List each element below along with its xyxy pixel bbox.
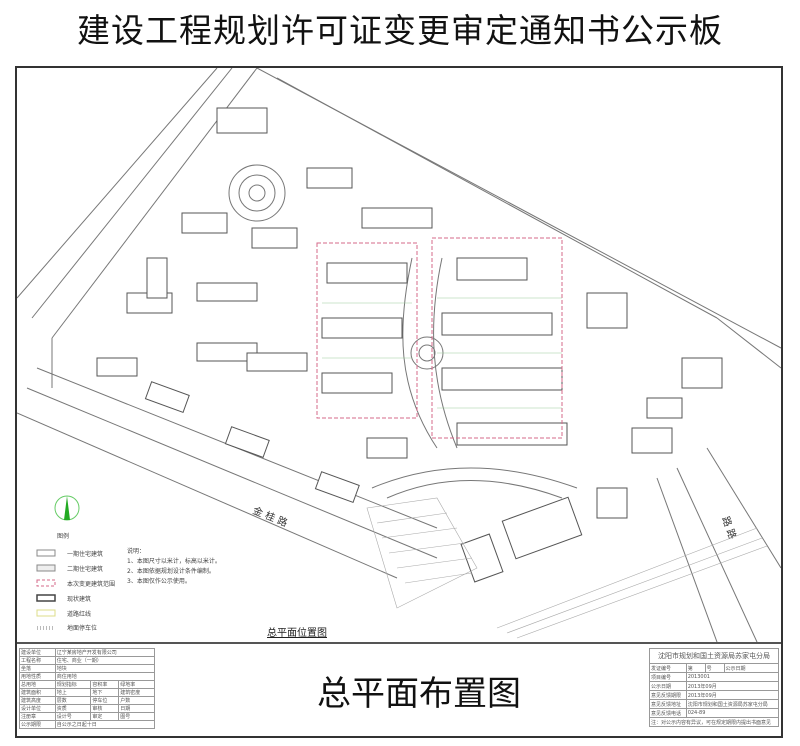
table-cell: 2013001: [685, 672, 780, 682]
table-cell: 总用地: [19, 680, 56, 689]
table-row: 建筑面积地上地下建筑密度: [19, 688, 155, 697]
drawing-name: 总平面布置图: [317, 674, 521, 714]
legend-item: 现状建筑: [67, 595, 91, 603]
project-info-table: 建设单位辽宁某房地产开发有限公司工程名称住宅、商业（一期）坐落地块用地性质商住用…: [19, 648, 156, 729]
table-cell: 意见反馈地址: [649, 699, 687, 709]
table-cell: 设计号: [54, 712, 92, 721]
table-cell: 地上: [54, 688, 92, 697]
table-cell: 号: [704, 663, 725, 673]
drawing-frame: 金 桂 路 路 路: [15, 66, 783, 738]
svg-text:说明：: 说明：: [127, 547, 145, 555]
table-cell: 容积率: [90, 680, 120, 689]
table-cell: 商住用地: [54, 672, 156, 681]
table-cell: 意见反馈电话: [649, 708, 687, 718]
table-cell: 建筑密度: [118, 688, 155, 697]
svg-text:2、本图依据规划设计条件编制。: 2、本图依据规划设计条件编制。: [127, 567, 215, 575]
legend-item: 道路红线: [67, 610, 91, 618]
table-cell: 公示期限: [19, 720, 56, 729]
table-row: 总用地规划指标容积率绿地率: [19, 680, 155, 689]
table-row: 注册章设计号审定图号: [19, 712, 155, 721]
buildings: [96, 107, 723, 583]
table-cell: 意见反馈期限: [649, 690, 687, 700]
table-cell: 地下: [90, 688, 120, 697]
table-cell: 发证编号: [649, 663, 687, 673]
road-label-east: 路 路: [719, 515, 739, 541]
table-row: 建筑高度层数停车位户数: [19, 696, 155, 705]
table-row: 意见反馈地址沈阳市规划和国土资源局苏家屯分局: [649, 699, 780, 709]
table-cell: 工程名称: [19, 656, 56, 665]
table-cell: 住宅、商业（一期）: [54, 656, 156, 665]
table-row: 注：对公示内容有异议，可在规定期限内提出书面意见: [649, 717, 779, 727]
table-cell: 自公示之日起十日: [54, 720, 156, 729]
table-row: 发证编号第号公示日期: [649, 663, 780, 673]
parking-area: [366, 497, 768, 639]
table-cell: 绿地率: [118, 680, 155, 689]
table-cell: 2013年09月: [685, 690, 780, 700]
table-cell: 建筑面积: [19, 688, 56, 697]
table-cell: 规划指标: [54, 680, 92, 689]
legend: 一期住宅建筑 二期住宅建筑 本次变更建筑范围 现状建筑 道路红线 地面停车位: [36, 549, 115, 632]
table-cell: 项目编号: [649, 672, 687, 682]
legend-item: 本次变更建筑范围: [67, 580, 115, 588]
north-arrow-icon: [54, 495, 80, 521]
table-cell: 沈阳市规划和国土资源局苏家屯分局: [685, 699, 780, 709]
table-cell: 户数: [118, 696, 155, 705]
title-block: 建设单位辽宁某房地产开发有限公司工程名称住宅、商业（一期）坐落地块用地性质商住用…: [17, 642, 781, 738]
table-cell: 公示日期: [649, 681, 687, 691]
change-boundary: [316, 237, 563, 439]
table-cell: 公示日期: [723, 663, 780, 673]
location-plan-label: 总平面位置图: [267, 626, 327, 639]
table-cell: 审定: [90, 712, 120, 721]
table-row: 建设单位辽宁某房地产开发有限公司: [19, 648, 156, 657]
svg-text:3、本图仅作公示使用。: 3、本图仅作公示使用。: [127, 577, 191, 585]
table-row: 工程名称住宅、商业（一期）: [19, 656, 156, 665]
table-cell: 建设单位: [19, 648, 56, 657]
table-cell: 辽宁某房地产开发有限公司: [54, 648, 156, 657]
road-label-south: 金 桂 路: [251, 504, 290, 530]
authority-name: 沈阳市规划和国土资源局苏家屯分局: [649, 648, 779, 664]
road-lines: [17, 68, 781, 642]
table-cell: 资质: [54, 704, 92, 713]
svg-text:1、本图尺寸以米计，标高以米计。: 1、本图尺寸以米计，标高以米计。: [127, 557, 221, 565]
table-row: 公示期限自公示之日起十日: [19, 720, 156, 729]
table-cell: 2013年09月: [685, 681, 780, 691]
table-cell: 注：对公示内容有异议，可在规定期限内提出书面意见: [649, 717, 779, 727]
table-cell: 建筑高度: [19, 696, 56, 705]
notes: 说明： 1、本图尺寸以米计，标高以米计。 2、本图依据规划设计条件编制。 3、本…: [127, 547, 221, 585]
table-cell: 审核: [90, 704, 120, 713]
legend-item: 地面停车位: [67, 624, 97, 632]
legend-heading: 图例: [57, 532, 69, 540]
table-cell: 层数: [54, 696, 92, 705]
site-plan: 金 桂 路 路 路: [17, 68, 781, 642]
table-cell: 坐落: [19, 664, 56, 673]
table-row: 用地性质商住用地: [19, 672, 156, 681]
table-row: 坐落地块: [19, 664, 156, 673]
table-cell: 注册章: [19, 712, 56, 721]
board-title: 建设工程规划许可证变更审定通知书公示板: [77, 11, 723, 50]
table-cell: 设计单位: [19, 704, 56, 713]
table-cell: 024-89: [685, 708, 780, 718]
table-cell: 第: [685, 663, 706, 673]
table-row: 设计单位资质审核日期: [19, 704, 155, 713]
table-cell: 图号: [118, 712, 155, 721]
table-cell: 停车位: [90, 696, 120, 705]
legend-item: 二期住宅建筑: [67, 565, 103, 573]
table-cell: 日期: [118, 704, 155, 713]
green-lines: [322, 297, 562, 409]
table-cell: 用地性质: [19, 672, 56, 681]
table-cell: 地块: [54, 664, 156, 673]
legend-item: 一期住宅建筑: [67, 550, 103, 558]
